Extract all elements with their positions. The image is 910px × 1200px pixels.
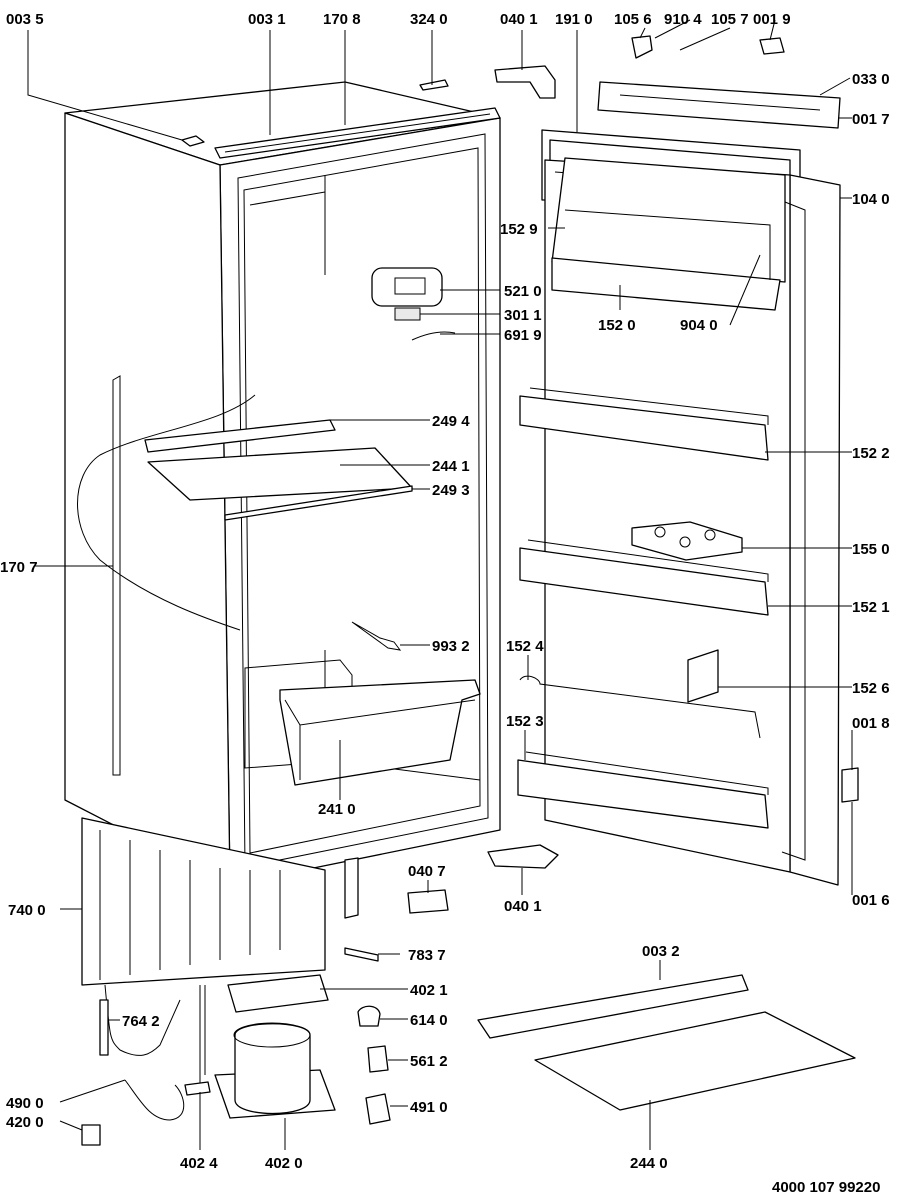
callout-4200: 420 0 bbox=[6, 1114, 44, 1131]
callout-3240: 324 0 bbox=[410, 11, 448, 28]
callout-1526: 152 6 bbox=[852, 680, 890, 697]
callout-7400: 740 0 bbox=[8, 902, 46, 919]
callout-0401-bottom: 040 1 bbox=[504, 898, 542, 915]
callout-2410: 241 0 bbox=[318, 801, 356, 818]
relay bbox=[357, 1005, 381, 1027]
callout-9104: 910 4 bbox=[664, 11, 702, 28]
compressor-bracket bbox=[227, 974, 329, 1013]
base-panel bbox=[534, 1011, 856, 1111]
callout-4900: 490 0 bbox=[6, 1095, 44, 1112]
callout-4024: 402 4 bbox=[180, 1155, 218, 1172]
callout-0032: 003 2 bbox=[642, 943, 680, 960]
callout-1522: 152 2 bbox=[852, 445, 890, 462]
tube-part bbox=[344, 947, 379, 962]
control-panel bbox=[371, 267, 456, 341]
sensor-part bbox=[351, 621, 402, 651]
callout-1057: 105 7 bbox=[711, 11, 749, 28]
hinge-cap bbox=[759, 37, 785, 55]
callout-1910: 191 0 bbox=[555, 11, 593, 28]
callout-0031: 003 1 bbox=[248, 11, 286, 28]
callout-9040: 904 0 bbox=[680, 317, 718, 334]
power-cable bbox=[124, 1079, 185, 1121]
leader-lines bbox=[27, 19, 853, 1150]
document-code: 4000 107 99220 bbox=[772, 1179, 880, 1196]
callout-1523: 152 3 bbox=[506, 713, 544, 730]
callout-1524: 152 4 bbox=[506, 638, 544, 655]
callout-5612: 561 2 bbox=[410, 1053, 448, 1070]
callout-7837: 783 7 bbox=[408, 947, 446, 964]
callout-2441: 244 1 bbox=[432, 458, 470, 475]
callout-4020: 402 0 bbox=[265, 1155, 303, 1172]
callout-5210: 521 0 bbox=[504, 283, 542, 300]
top-hinge bbox=[494, 65, 556, 99]
cutaway-outline bbox=[77, 394, 256, 631]
callout-4021: 402 1 bbox=[410, 982, 448, 999]
callout-7642: 764 2 bbox=[122, 1013, 160, 1030]
callout-2494: 249 4 bbox=[432, 413, 470, 430]
compressor bbox=[214, 1022, 336, 1119]
callout-0407: 040 7 bbox=[408, 863, 446, 880]
callout-9932: 993 2 bbox=[432, 638, 470, 655]
door-assembly bbox=[517, 129, 841, 886]
callout-1040: 104 0 bbox=[852, 191, 890, 208]
base-clip bbox=[184, 1081, 211, 1096]
relay-cover bbox=[365, 1093, 391, 1125]
capacitor bbox=[81, 1124, 101, 1146]
callout-6919: 691 9 bbox=[504, 327, 542, 344]
base-rail bbox=[477, 974, 749, 1039]
foot-plate bbox=[407, 889, 449, 914]
pipe-work bbox=[104, 984, 206, 1085]
drier-filter bbox=[99, 999, 109, 1056]
glass-shelf bbox=[144, 419, 413, 521]
callout-0016: 001 6 bbox=[852, 892, 890, 909]
callout-1707: 170 7 bbox=[0, 559, 38, 576]
callout-6140: 614 0 bbox=[410, 1012, 448, 1029]
callout-2493: 249 3 bbox=[432, 482, 470, 499]
condenser bbox=[81, 817, 359, 986]
door-fixing bbox=[631, 35, 653, 59]
callout-1550: 155 0 bbox=[852, 541, 890, 558]
side-hinge-part bbox=[841, 767, 859, 803]
callout-2440: 244 0 bbox=[630, 1155, 668, 1172]
bottom-hinge bbox=[487, 844, 559, 869]
callout-1520: 152 0 bbox=[598, 317, 636, 334]
callout-1529: 152 9 bbox=[500, 221, 538, 238]
callout-0401-top: 040 1 bbox=[500, 11, 538, 28]
callout-0035: 003 5 bbox=[6, 11, 44, 28]
crisper-drawer bbox=[279, 679, 481, 786]
callout-0018: 001 8 bbox=[852, 715, 890, 732]
side-trim bbox=[112, 375, 121, 776]
callout-4910: 491 0 bbox=[410, 1099, 448, 1116]
callout-0017: 001 7 bbox=[852, 111, 890, 128]
callout-0330: 033 0 bbox=[852, 71, 890, 88]
callout-1056: 105 6 bbox=[614, 11, 652, 28]
hinge-plate bbox=[597, 81, 841, 129]
callout-3011: 301 1 bbox=[504, 307, 542, 324]
overload bbox=[367, 1045, 389, 1073]
top-clip bbox=[419, 79, 449, 91]
callout-1521: 152 1 bbox=[852, 599, 890, 616]
callout-0019: 001 9 bbox=[753, 11, 791, 28]
callout-1708: 170 8 bbox=[323, 11, 361, 28]
